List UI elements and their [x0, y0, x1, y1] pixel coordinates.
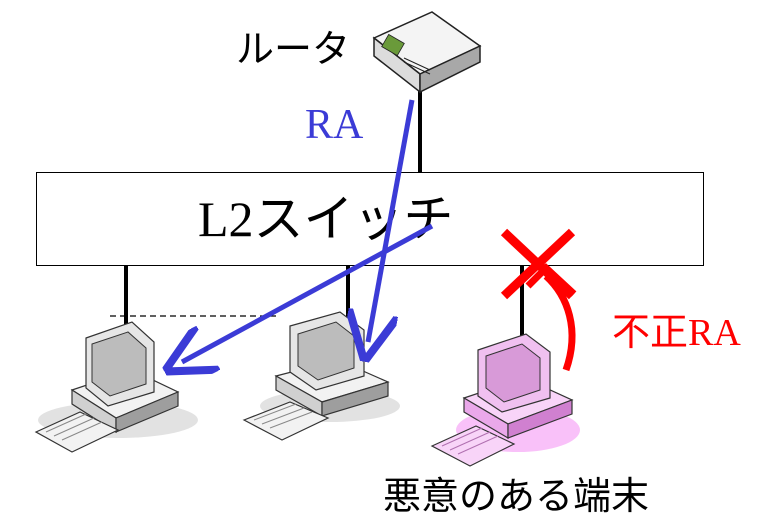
l2-switch: [36, 172, 704, 266]
block-cross-icon: [500, 228, 576, 300]
rogue-ra-label: 不正RA: [612, 312, 741, 354]
ra-arrow-to-host-2: [368, 99, 415, 342]
host-1-computer-icon: [34, 321, 198, 453]
router-icon: [372, 11, 482, 94]
router-label: ルータ: [236, 27, 351, 71]
ra-label: RA: [305, 102, 364, 148]
host-2-computer-icon: [242, 311, 400, 441]
malicious-host-label: 悪意のある端末: [383, 474, 650, 518]
malicious-host-computer-icon: [430, 333, 580, 467]
ra-arrow-to-host-1: [182, 223, 434, 362]
